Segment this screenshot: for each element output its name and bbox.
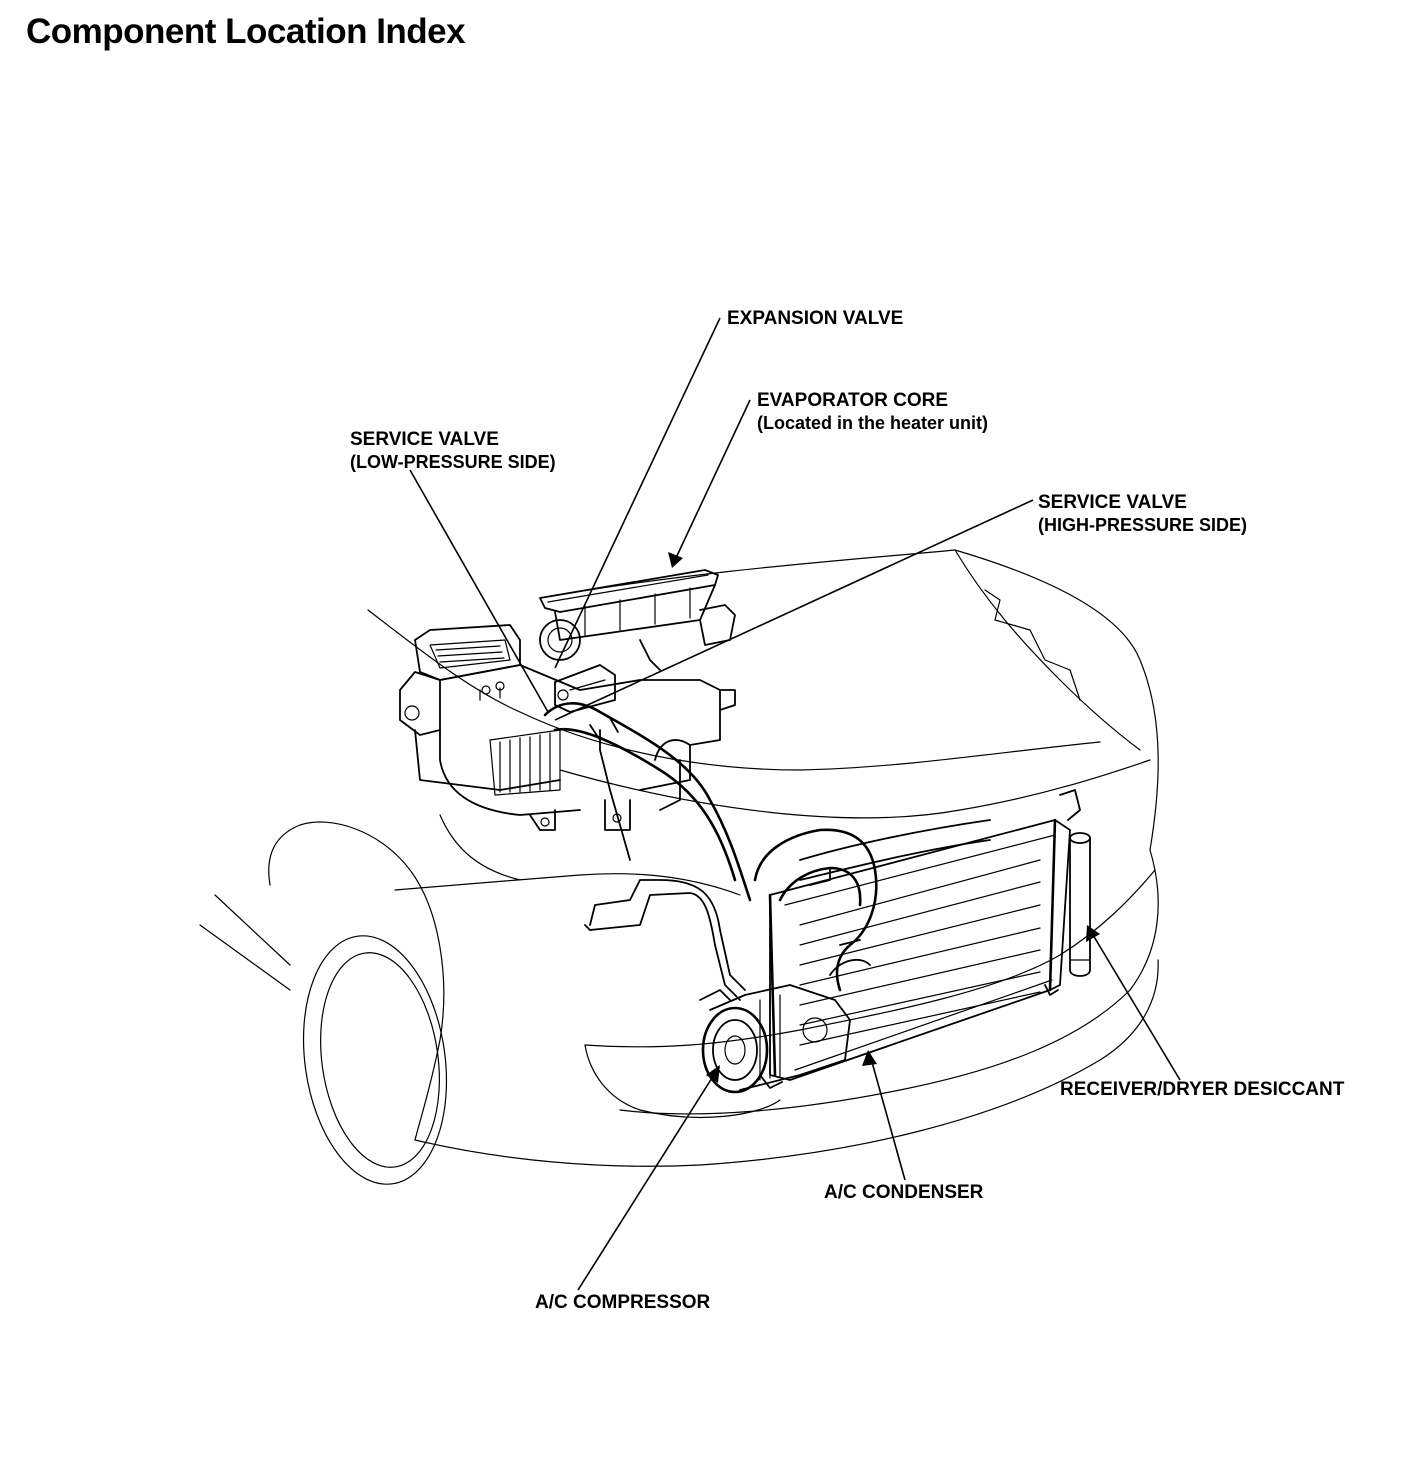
service-valve-low-label: SERVICE VALVE: [350, 429, 499, 450]
page-title: Component Location Index: [26, 12, 466, 51]
evaporator-core-note: (Located in the heater unit): [757, 413, 989, 433]
expansion-valve: [554, 664, 616, 713]
evaporator-core-label: EVAPORATOR CORE: [757, 390, 949, 411]
condenser: [753, 789, 1081, 1089]
arrow-evaporator-core: [668, 552, 683, 568]
service-valve-high-label: SERVICE VALVE: [1038, 492, 1187, 513]
label-expansion-valve: EXPANSION VALVE: [727, 308, 903, 330]
refrigerant-lines: [543, 702, 752, 1001]
leader-evaporator-core: [674, 399, 751, 561]
label-receiver-dryer: RECEIVER/DRYER DESICCANT: [1060, 1079, 1344, 1101]
leader-condenser: [869, 1054, 906, 1181]
expansion-valve-label: EXPANSION VALVE: [727, 308, 904, 329]
leader-service-valve-low: [409, 469, 549, 713]
vehicle-body-outline: [199, 549, 1159, 1185]
label-ac-compressor: A/C COMPRESSOR: [535, 1292, 710, 1314]
heater-unit: [399, 624, 736, 831]
service-valve-high-note: (HIGH-PRESSURE SIDE): [1038, 515, 1248, 535]
arrow-receiver-dryer: [1086, 925, 1100, 942]
arrow-condenser: [862, 1050, 877, 1066]
leader-compressor: [577, 1069, 718, 1291]
evaporator-core: [539, 569, 736, 671]
arrow-compressor: [706, 1065, 720, 1083]
leader-service-valve-high: [554, 499, 1034, 721]
label-ac-condenser: A/C CONDENSER: [824, 1182, 983, 1204]
receiver-dryer: [1069, 832, 1091, 977]
label-service-valve-high: SERVICE VALVE (HIGH-PRESSURE SIDE): [1038, 492, 1247, 536]
ac-condenser-label: A/C CONDENSER: [824, 1182, 984, 1203]
leader-receiver-dryer: [1089, 929, 1181, 1081]
leader-expansion-valve: [554, 317, 721, 669]
receiver-dryer-label: RECEIVER/DRYER DESICCANT: [1060, 1079, 1345, 1100]
label-evaporator-core: EVAPORATOR CORE (Located in the heater u…: [757, 390, 988, 434]
compressor: [699, 958, 871, 1094]
service-valve-low-note: (LOW-PRESSURE SIDE): [350, 452, 556, 472]
leader-lines: [409, 317, 1181, 1291]
label-service-valve-low: SERVICE VALVE (LOW-PRESSURE SIDE): [350, 429, 556, 473]
ac-compressor-label: A/C COMPRESSOR: [535, 1292, 711, 1313]
